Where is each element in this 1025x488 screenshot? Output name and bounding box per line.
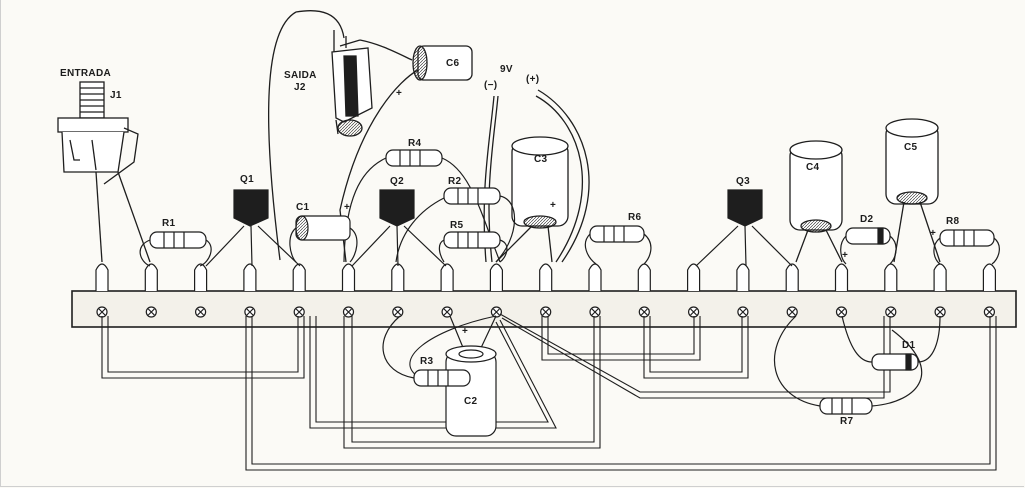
terminal-lug — [736, 263, 750, 291]
label-c5: C5 — [904, 142, 918, 153]
r8-resistor — [933, 229, 1000, 265]
terminal-screw-slot — [640, 308, 648, 316]
label-r4: R4 — [408, 138, 422, 149]
label-q3: Q3 — [736, 176, 750, 187]
terminal-screw-slot — [936, 308, 944, 316]
c4-capacitor — [789, 140, 843, 263]
r2-resistor — [395, 187, 516, 263]
d2-diode — [840, 227, 897, 265]
c1-capacitor — [289, 215, 358, 263]
terminal-lug — [391, 263, 405, 291]
label-d1: D1 — [902, 340, 916, 351]
label-j2: J2 — [294, 82, 306, 93]
terminal-lug — [489, 263, 503, 291]
r5-resistor — [438, 231, 508, 263]
label-c3-plus: + — [550, 200, 557, 211]
terminal-lug — [982, 263, 996, 291]
terminal-screw-slot — [147, 308, 155, 316]
terminal-screw-slot — [788, 308, 796, 316]
underside-wiring — [101, 313, 997, 471]
j1-input-jack — [57, 81, 151, 263]
terminal-lug — [933, 263, 947, 291]
terminal-lug — [539, 263, 553, 291]
label-r5: R5 — [450, 220, 464, 231]
terminal-lug — [341, 263, 356, 291]
label-r1: R1 — [162, 218, 176, 229]
terminal-screw-slot — [739, 308, 747, 316]
label-c1: C1 — [296, 202, 310, 213]
label-plus-supply: (+) — [526, 74, 540, 85]
label-j1: J1 — [110, 90, 122, 101]
c5-capacitor — [885, 118, 941, 263]
terminal-screw-slot — [345, 308, 352, 316]
label-c6: C6 — [446, 58, 460, 69]
label-c5-plus: + — [930, 228, 937, 239]
label-c4: C4 — [806, 162, 820, 173]
terminal-screw-slot — [197, 308, 205, 316]
terminal-screw-slot — [591, 308, 599, 316]
r7-resistor — [773, 315, 923, 415]
terminal-lug — [687, 263, 701, 291]
label-q2: Q2 — [390, 176, 404, 187]
c3-capacitor — [495, 136, 569, 263]
terminals — [95, 263, 996, 318]
label-9v: 9V — [500, 64, 513, 75]
label-c1-plus: + — [344, 202, 351, 213]
terminal-lug — [144, 263, 158, 291]
terminal-lug — [292, 263, 306, 291]
terminal-screw-slot — [887, 308, 895, 316]
terminal-lug — [884, 263, 898, 291]
label-c3: C3 — [534, 154, 548, 165]
terminal-lug — [637, 263, 651, 291]
terminal-lug — [95, 263, 109, 291]
label-minus: (−) — [484, 80, 498, 91]
terminal-lug — [785, 263, 799, 291]
label-c6-plus: + — [396, 88, 403, 99]
terminal-screw-slot — [542, 308, 550, 316]
terminal-screw-slot — [295, 308, 303, 316]
label-d2: D2 — [860, 214, 874, 225]
j2-output-jack — [267, 10, 413, 261]
r6-resistor — [584, 225, 652, 265]
label-saida: SAIDA — [284, 70, 317, 81]
terminal-screw-slot — [985, 308, 993, 316]
label-r2: R2 — [448, 176, 462, 187]
c6-capacitor — [339, 45, 473, 263]
terminal-screw-slot — [246, 308, 254, 316]
terminal-lug — [440, 263, 454, 291]
d1-diode — [841, 315, 941, 371]
label-r3: R3 — [420, 356, 434, 367]
terminal-screw-slot — [98, 308, 106, 316]
label-r8: R8 — [946, 216, 960, 227]
q3-transistor — [695, 189, 793, 267]
label-r6: R6 — [628, 212, 642, 223]
label-entrada: ENTRADA — [60, 68, 111, 79]
terminal-lug — [588, 263, 602, 291]
label-c2: C2 — [464, 396, 478, 407]
terminal-screw-slot — [394, 308, 402, 316]
label-r7: R7 — [840, 416, 854, 427]
terminal-screw-slot — [443, 308, 451, 316]
label-c4-plus: + — [842, 250, 849, 261]
r1-resistor — [139, 231, 212, 267]
terminal-lug — [194, 263, 208, 291]
terminal-screw-slot — [838, 308, 845, 316]
q2-transistor — [351, 189, 447, 267]
terminal-screw-slot — [492, 308, 500, 316]
terminal-lug — [243, 263, 257, 291]
terminal-screw-slot — [690, 308, 698, 316]
q1-transistor — [205, 189, 301, 267]
r3-resistor — [382, 315, 471, 387]
label-c2-plus: + — [462, 326, 469, 337]
label-q1: Q1 — [240, 174, 254, 185]
terminal-lug — [834, 263, 849, 291]
